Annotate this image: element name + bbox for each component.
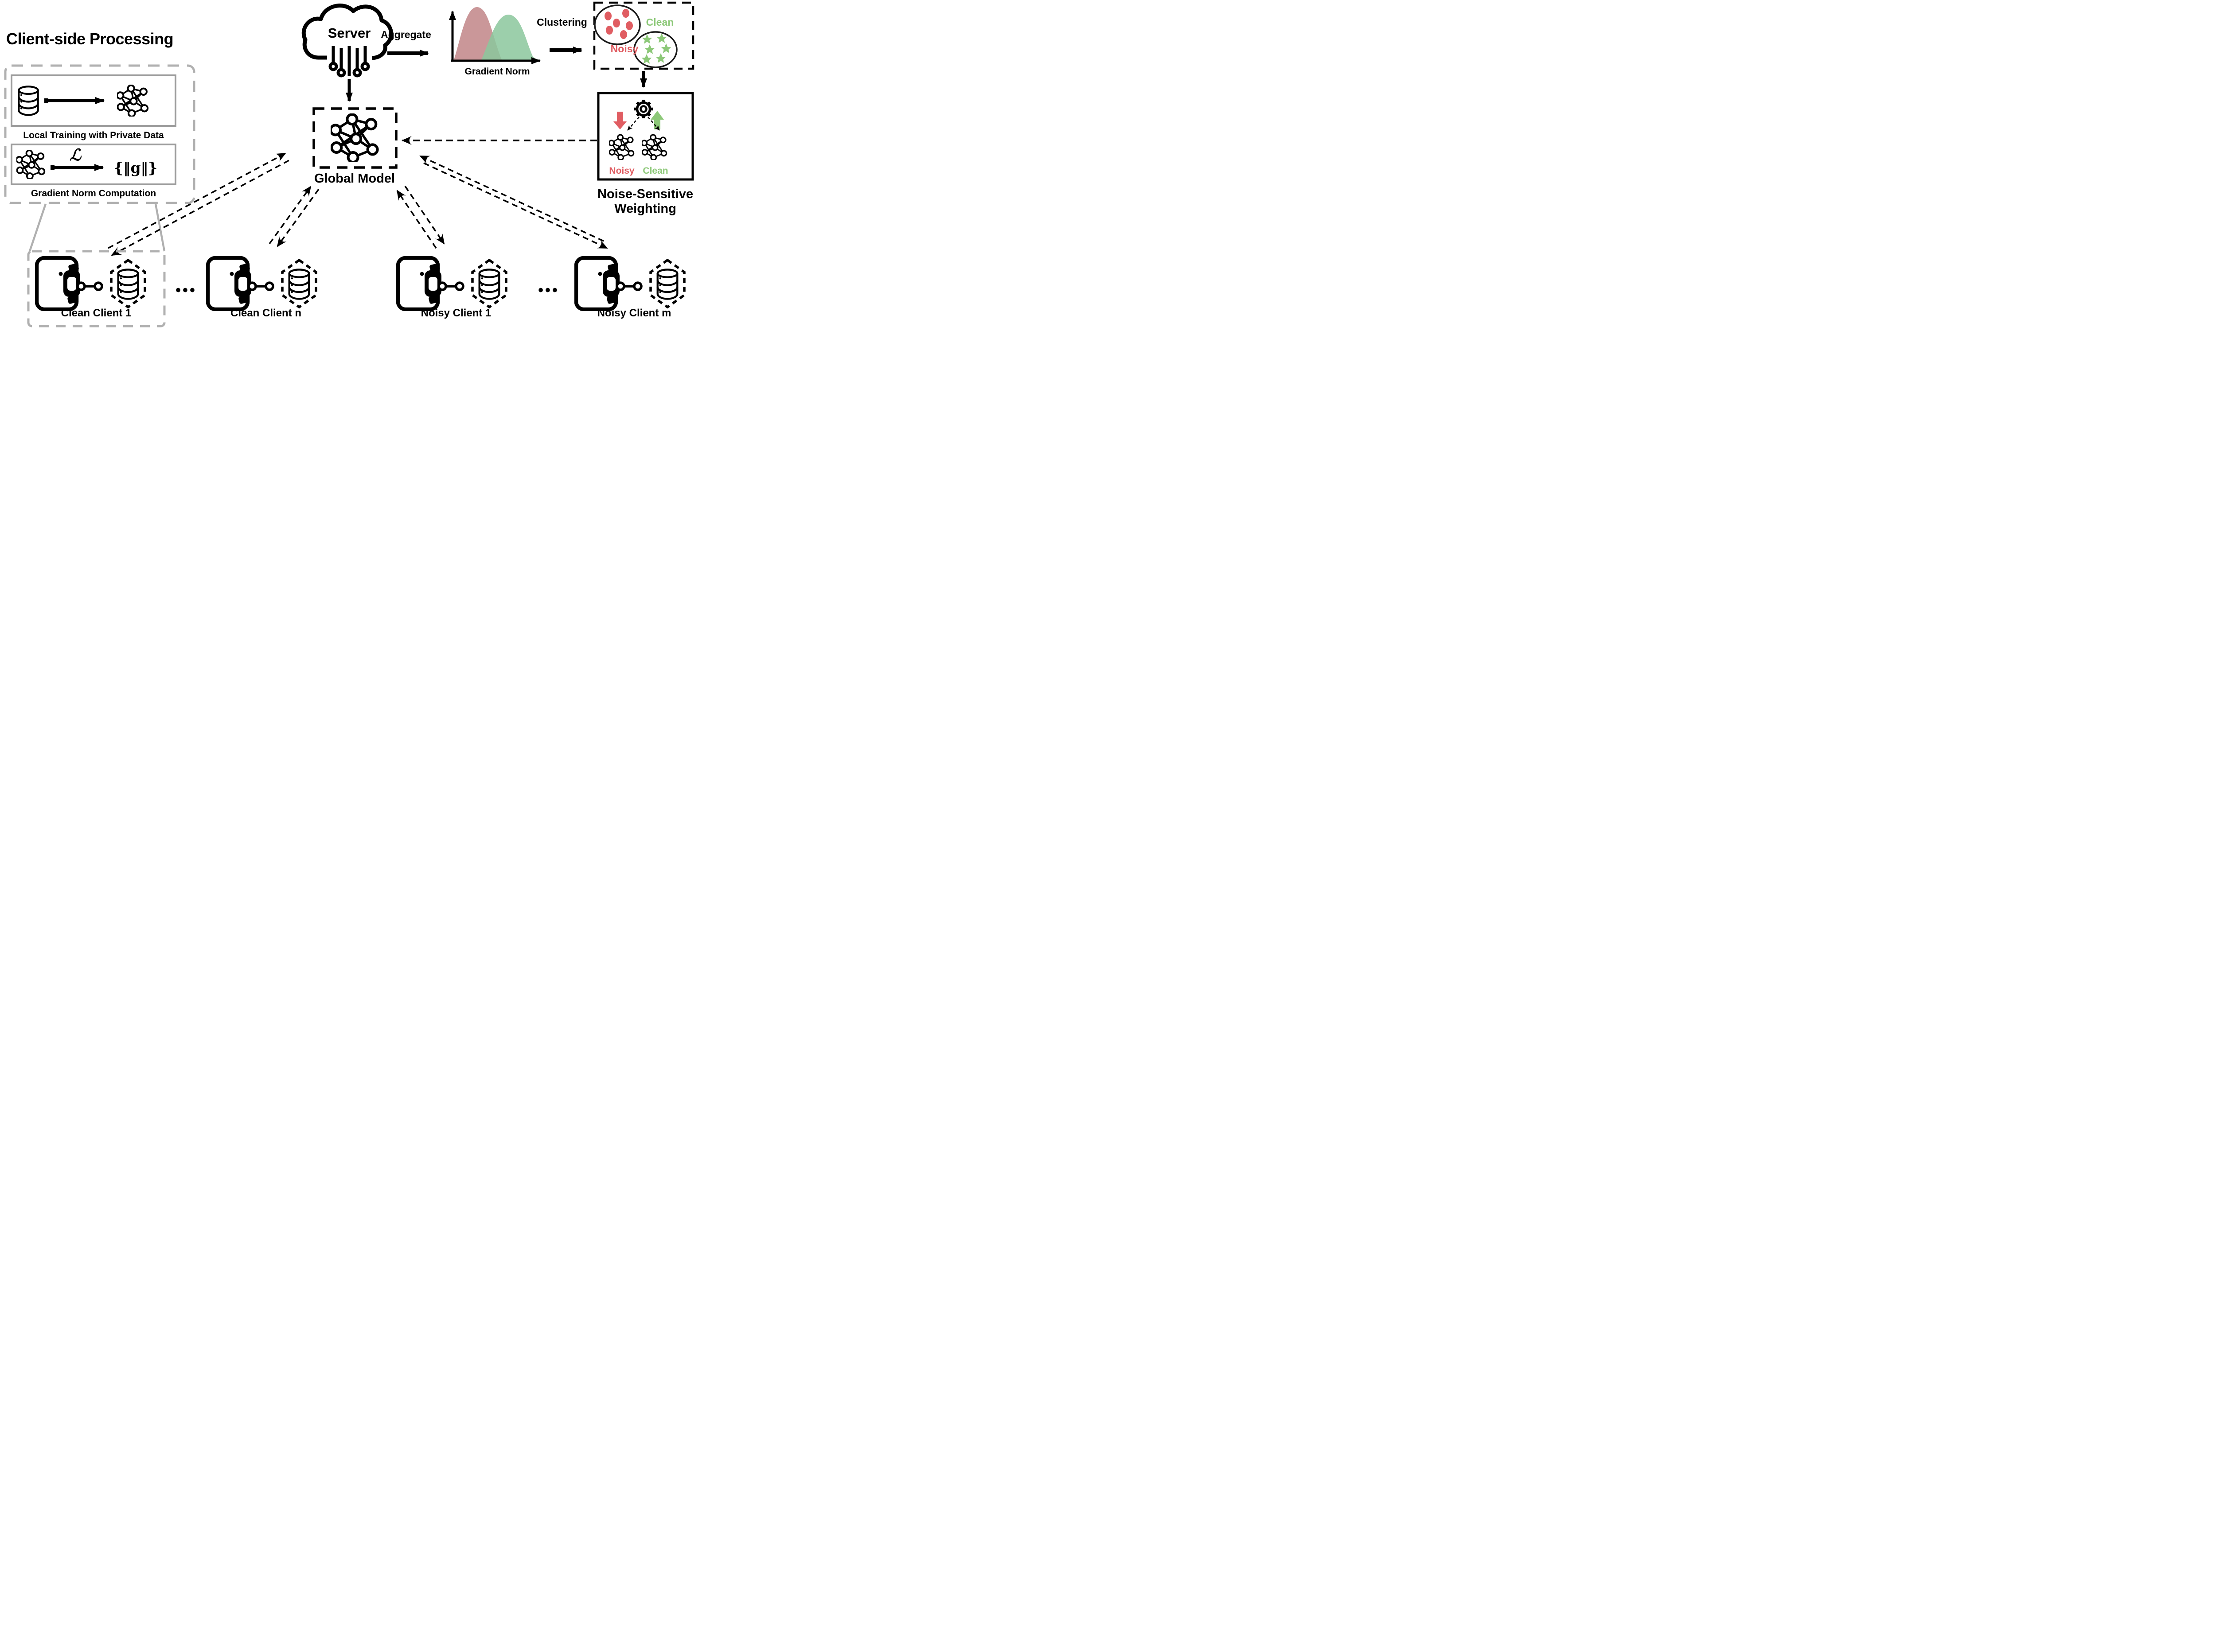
clean-cluster-ellipse [633,31,678,68]
client-noisy-m: Noisy Client m [576,258,684,319]
zoom-callout-line-right [154,203,166,252]
gradient-norm-label: Gradient Norm Computation [31,188,156,199]
private-data-database-icon [19,86,38,115]
weighting-outer-box [597,92,694,181]
server-circuit-tails [328,46,370,78]
loss-symbol: ℒ [70,146,82,164]
clean-density-curve [481,15,542,60]
gear-icon [634,100,653,118]
gear-to-clean-arrow [648,117,660,131]
noisy-m-download-arrow [423,162,608,249]
clean-client1-callout-box [27,250,166,327]
noisy-m-upload-arrow [419,155,604,242]
gear-to-noisy-arrow [627,117,640,131]
client-label: Noisy Client 1 [421,307,492,319]
client1-download-arrow [111,160,289,256]
noise-sensitive-weighting-box: Noisy Clean [597,92,694,181]
clustering-label: Clustering [537,16,587,28]
noisy-samples [605,9,633,39]
client-label: Clean Client 1 [61,307,132,319]
up-weight-arrow-icon [651,111,664,129]
client-label: Noisy Client m [597,307,671,319]
gradient-norm-plot: Gradient Norm [449,7,542,77]
aggregate-label: Aggregate [381,29,431,40]
client-side-dashed-box [4,64,195,204]
noisy1-upload-arrow [396,190,437,249]
down-weight-arrow-icon [613,112,627,129]
noisy1-download-arrow [404,186,445,245]
client-data-icon [472,260,506,307]
client-side-processing-section: Client-side Processing Local Training wi… [4,30,195,252]
federated-learning-diagram: Client-side Processing Local Training wi… [0,0,695,328]
client-side-title: Client-side Processing [6,30,173,48]
client-data-icon [282,260,316,307]
local-training-box [11,74,176,127]
server-node: Server [301,4,393,78]
server-label: Server [328,25,371,41]
phone-watch-icon [576,258,641,309]
phone-watch-icon [37,258,102,309]
clean-clients-ellipsis: ••• [176,282,197,299]
global-model-label: Global Model [314,171,395,186]
client-noisy-1: Noisy Client 1 [398,258,506,319]
weighting-noisy-label: Noisy [609,166,635,176]
weighting-clean-label: Clean [643,166,668,176]
gradient-norm-box: ℒ {‖g‖} [11,144,176,185]
global-model-node: Global Model [312,107,398,186]
diagram-svg: Client-side Processing Local Training wi… [4,1,694,327]
clustering-result-box: Clean Noisy [593,1,694,70]
phone-watch-icon [208,258,273,309]
weighting-title-line1: Noise-Sensitive [597,187,693,201]
client-data-icon [111,260,145,307]
client-n-upload-arrow [269,186,312,245]
weighting-title-line2: Weighting [614,202,676,216]
clean-cluster-label: Clean [646,16,674,28]
x-axis-label: Gradient Norm [464,66,530,77]
noisy-clients-ellipsis: ••• [538,282,559,299]
server-cloud-icon [301,4,393,60]
zoom-callout-line-left [28,203,47,252]
phone-watch-icon [398,258,463,309]
communication-arrows [108,152,608,256]
noisy-cluster-label: Noisy [611,43,639,55]
client-data-icon [651,260,684,307]
gradient-norm-set-symbol: {‖g‖} [114,159,158,176]
client-clean-n: Clean Client n [208,258,316,319]
client-clean-1: Clean Client 1 [37,258,145,319]
client-label: Clean Client n [230,307,301,319]
local-training-label: Local Training with Private Data [23,130,164,140]
client1-upload-arrow [108,152,286,249]
client-n-download-arrow [277,188,320,247]
